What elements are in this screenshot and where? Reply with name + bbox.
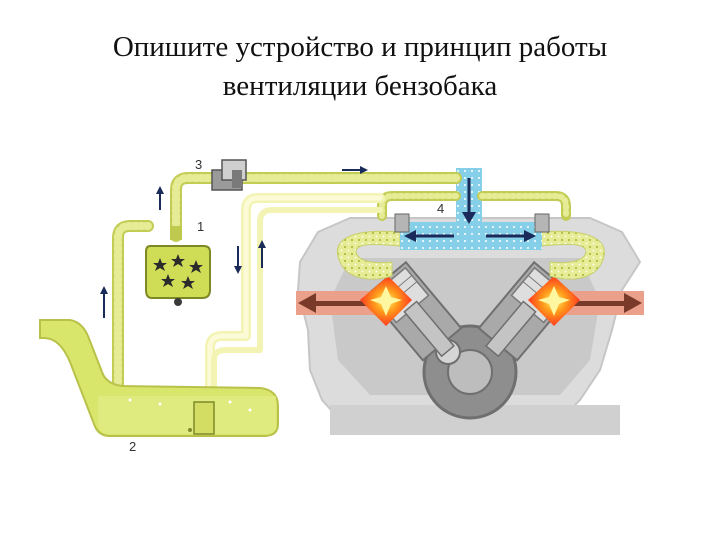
injector-left xyxy=(394,213,410,233)
intake-manifold xyxy=(337,168,605,280)
combustion-right xyxy=(528,276,580,326)
flow-arrows xyxy=(100,166,368,318)
vapor-lines xyxy=(112,172,571,419)
combustion-left xyxy=(360,276,412,326)
title-line-1: Опишите устройство и принцип работы xyxy=(112,31,608,63)
slide-title: Опишите устройство и принцип работы вент… xyxy=(0,28,720,106)
injector-right xyxy=(534,213,550,233)
fuel-pump xyxy=(193,401,215,435)
label-canister: 1 xyxy=(197,219,204,234)
title-line-2: вентиляции бензобака xyxy=(222,70,498,102)
label-manifold: 4 xyxy=(437,201,444,216)
purge-valve xyxy=(211,159,247,191)
label-valve: 3 xyxy=(195,157,202,172)
charcoal-canister xyxy=(145,226,211,306)
label-tank: 2 xyxy=(129,439,136,454)
fuel-tank xyxy=(39,319,279,437)
